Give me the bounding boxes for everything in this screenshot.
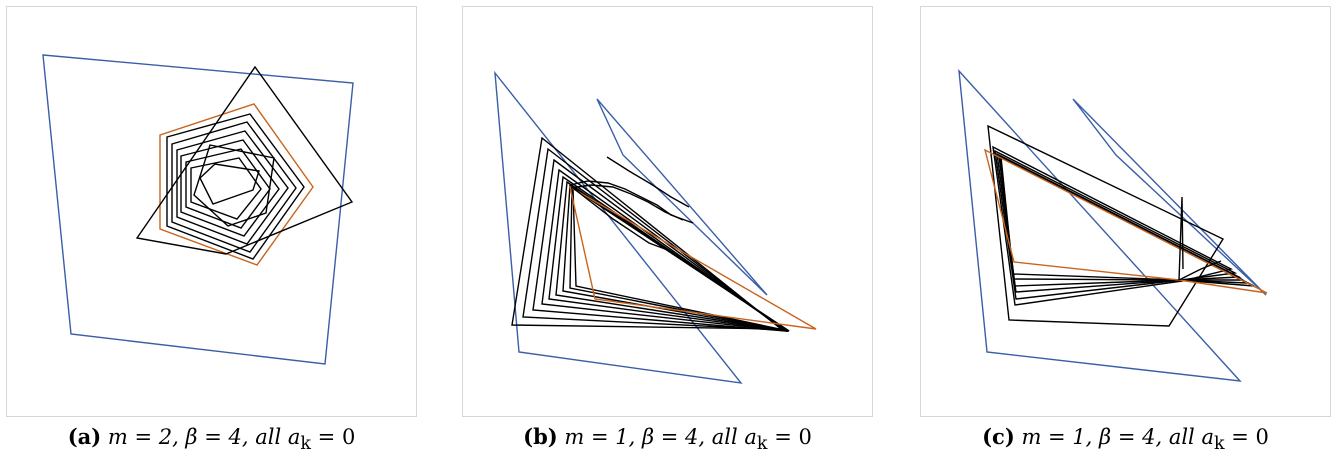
outer-polygon <box>42 54 354 365</box>
panel-b-figure <box>494 70 817 384</box>
panel-c-figure <box>958 68 1268 382</box>
caption-text: m = 1, β = 4, all a <box>564 425 757 449</box>
iterate-polygon <box>572 186 790 332</box>
iterate-curve <box>572 187 674 253</box>
iterate-polygon <box>532 158 788 332</box>
panel-a-figure <box>42 54 354 365</box>
iterate-polygon <box>176 130 289 245</box>
highlight-polygon <box>159 103 314 266</box>
caption-tag: (b) <box>523 424 558 449</box>
panel-a <box>6 6 417 417</box>
caption-tag: (c) <box>982 424 1015 449</box>
panel-c <box>920 6 1331 417</box>
caption-c: (c) m = 1, β = 4, all ak = 0 <box>920 424 1331 454</box>
caption-text: m = 1, β = 4, all a <box>1021 425 1214 449</box>
caption-a: (a) m = 2, β = 4, all ak = 0 <box>6 424 417 454</box>
iterate-curve <box>1178 196 1184 281</box>
iterate-curve <box>606 156 690 208</box>
iterate-polygon <box>166 113 305 260</box>
iterate-polygon <box>987 124 1225 327</box>
caption-tail: = 0 <box>311 425 356 449</box>
iterate-polygon <box>171 121 297 253</box>
highlight-polygon <box>983 148 1268 294</box>
iterate-polygon <box>190 157 262 220</box>
iterate-polygon <box>199 163 260 205</box>
iterate-polygon <box>135 65 354 255</box>
panel-b <box>462 6 873 417</box>
iterate-polygon <box>511 136 784 330</box>
caption-subscript: k <box>300 434 311 455</box>
outer-polygon <box>494 70 743 384</box>
caption-subscript: k <box>1213 434 1225 455</box>
iterate-polygon <box>185 148 271 229</box>
iterate-curve <box>570 184 684 221</box>
iterate-polygon <box>541 168 789 332</box>
caption-tail: = 0 <box>1224 425 1269 449</box>
caption-subscript: k <box>756 434 768 455</box>
outer-polygon <box>596 98 768 296</box>
outer-polygon <box>1072 98 1267 296</box>
caption-tail: = 0 <box>767 425 812 449</box>
highlight-polygon <box>568 185 817 330</box>
iterate-curve <box>1178 260 1222 281</box>
caption-text: m = 2, β = 4, all a <box>107 425 301 449</box>
caption-b: (b) m = 1, β = 4, all ak = 0 <box>462 424 873 454</box>
caption-tag: (a) <box>67 424 102 449</box>
iterate-polygon <box>180 139 280 237</box>
outer-polygon <box>958 68 1242 382</box>
iterate-polygon <box>193 144 275 227</box>
iterate-polygon <box>522 147 786 331</box>
